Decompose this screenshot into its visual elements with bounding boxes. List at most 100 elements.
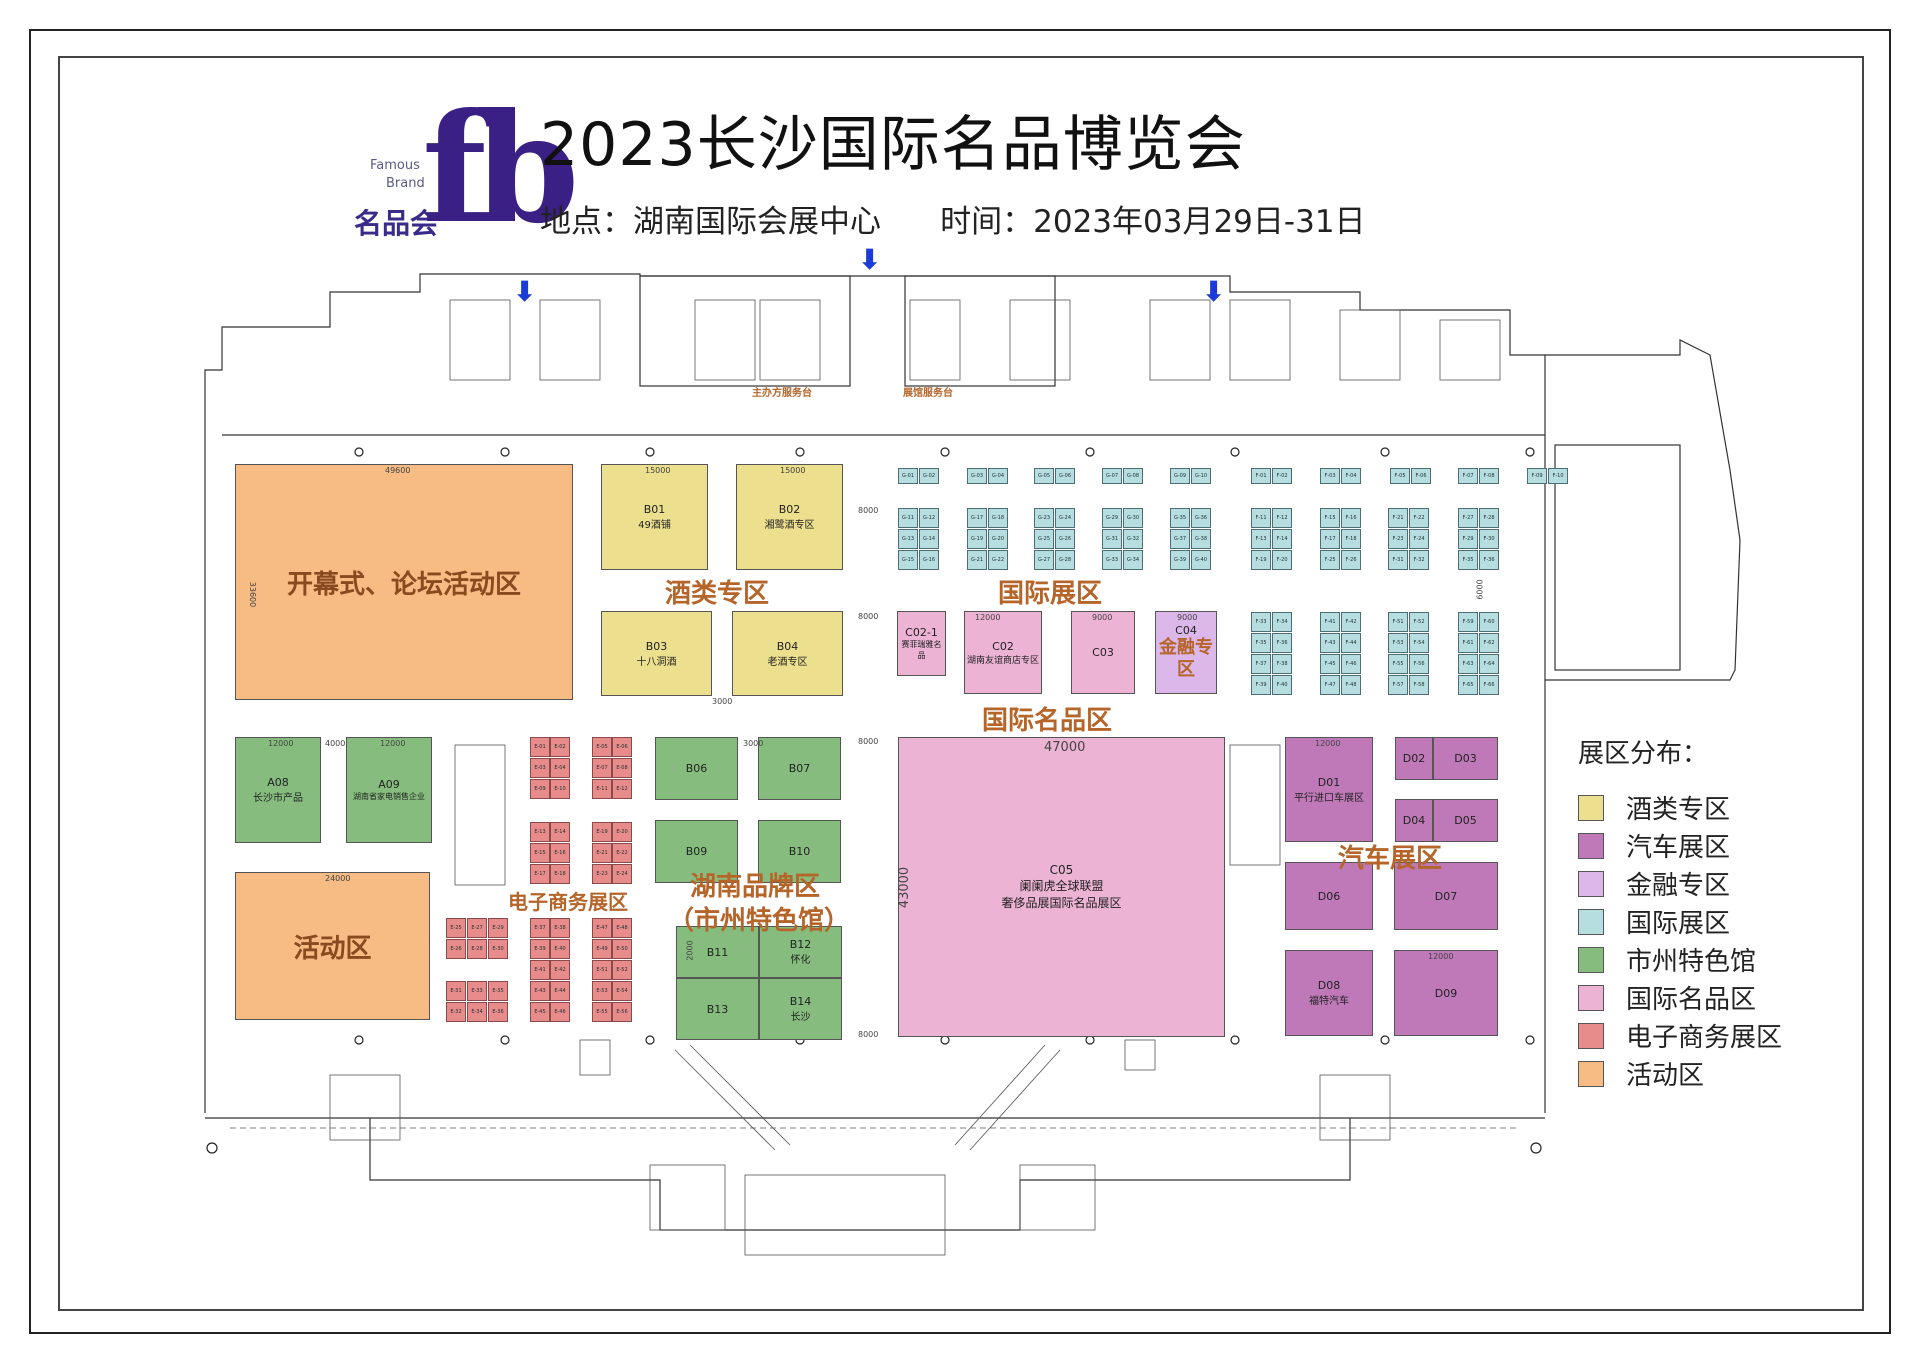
booth-ecommerce[interactable]: E-36 xyxy=(488,1002,508,1022)
booth-intl-g[interactable]: G-22 xyxy=(988,550,1008,570)
booth-b07[interactable]: B07 xyxy=(758,737,841,800)
booth-intl-f[interactable]: F-08 xyxy=(1479,468,1499,484)
booth-ecommerce[interactable]: E-04 xyxy=(550,758,570,778)
booth-ecommerce[interactable]: E-39 xyxy=(530,939,550,959)
booth-ecommerce[interactable]: E-34 xyxy=(467,1002,487,1022)
booth-intl-f[interactable]: F-65 xyxy=(1458,675,1478,695)
booth-intl-f[interactable]: F-34 xyxy=(1272,612,1292,632)
opening-forum-zone[interactable]: 开幕式、论坛活动区 xyxy=(235,464,573,700)
booth-intl-f[interactable]: F-03 xyxy=(1320,468,1340,484)
booth-intl-g[interactable]: G-12 xyxy=(919,508,939,528)
booth-intl-f[interactable]: F-36 xyxy=(1479,550,1499,570)
booth-ecommerce[interactable]: E-52 xyxy=(612,960,632,980)
booth-ecommerce[interactable]: E-23 xyxy=(592,864,612,884)
booth-ecommerce[interactable]: E-42 xyxy=(550,960,570,980)
booth-d03[interactable]: D03 xyxy=(1433,737,1498,780)
booth-intl-g[interactable]: G-27 xyxy=(1034,550,1054,570)
booth-ecommerce[interactable]: E-25 xyxy=(446,918,466,938)
booth-ecommerce[interactable]: E-45 xyxy=(530,1002,550,1022)
booth-intl-f[interactable]: F-23 xyxy=(1388,529,1408,549)
booth-intl-f[interactable]: F-33 xyxy=(1251,612,1271,632)
booth-b11[interactable]: B11 xyxy=(676,926,759,978)
booth-intl-f[interactable]: F-12 xyxy=(1272,508,1292,528)
booth-ecommerce[interactable]: E-48 xyxy=(612,918,632,938)
booth-d02[interactable]: D02 xyxy=(1395,737,1433,780)
booth-d09[interactable]: D09 xyxy=(1394,950,1498,1036)
booth-intl-g[interactable]: G-26 xyxy=(1055,529,1075,549)
booth-ecommerce[interactable]: E-37 xyxy=(530,918,550,938)
booth-ecommerce[interactable]: E-09 xyxy=(530,779,550,799)
booth-ecommerce[interactable]: E-02 xyxy=(550,737,570,757)
booth-ecommerce[interactable]: E-05 xyxy=(592,737,612,757)
booth-intl-f[interactable]: F-51 xyxy=(1388,612,1408,632)
booth-intl-f[interactable]: F-26 xyxy=(1341,550,1361,570)
booth-b13[interactable]: B13 xyxy=(676,978,759,1040)
booth-intl-f[interactable]: F-56 xyxy=(1409,654,1429,674)
booth-d04[interactable]: D04 xyxy=(1395,799,1433,842)
booth-ecommerce[interactable]: E-49 xyxy=(592,939,612,959)
booth-ecommerce[interactable]: E-10 xyxy=(550,779,570,799)
booth-intl-g[interactable]: G-28 xyxy=(1055,550,1075,570)
booth-intl-g[interactable]: G-25 xyxy=(1034,529,1054,549)
booth-ecommerce[interactable]: E-35 xyxy=(488,981,508,1001)
booth-b14[interactable]: B14 长沙 xyxy=(759,978,842,1040)
booth-c02-1[interactable]: C02-1 赛菲瑞雅名品 xyxy=(897,611,946,676)
booth-intl-f[interactable]: F-64 xyxy=(1479,654,1499,674)
booth-intl-g[interactable]: G-23 xyxy=(1034,508,1054,528)
booth-ecommerce[interactable]: E-28 xyxy=(467,939,487,959)
booth-intl-f[interactable]: F-59 xyxy=(1458,612,1478,632)
booth-intl-f[interactable]: F-24 xyxy=(1409,529,1429,549)
booth-intl-f[interactable]: F-45 xyxy=(1320,654,1340,674)
booth-intl-f[interactable]: F-63 xyxy=(1458,654,1478,674)
booth-intl-g[interactable]: G-14 xyxy=(919,529,939,549)
booth-ecommerce[interactable]: E-30 xyxy=(488,939,508,959)
booth-intl-g[interactable]: G-02 xyxy=(919,468,939,484)
booth-d01[interactable]: D01 平行进口车展区 xyxy=(1285,737,1373,842)
booth-intl-f[interactable]: F-41 xyxy=(1320,612,1340,632)
booth-intl-g[interactable]: G-03 xyxy=(967,468,987,484)
booth-intl-f[interactable]: F-58 xyxy=(1409,675,1429,695)
booth-intl-f[interactable]: F-27 xyxy=(1458,508,1478,528)
booth-c03[interactable]: C03 xyxy=(1071,611,1135,694)
booth-intl-f[interactable]: F-35 xyxy=(1251,633,1271,653)
booth-intl-g[interactable]: G-07 xyxy=(1102,468,1122,484)
booth-d06[interactable]: D06 xyxy=(1285,862,1373,930)
booth-ecommerce[interactable]: E-17 xyxy=(530,864,550,884)
booth-intl-g[interactable]: G-16 xyxy=(919,550,939,570)
booth-intl-g[interactable]: G-04 xyxy=(988,468,1008,484)
booth-intl-g[interactable]: G-13 xyxy=(898,529,918,549)
booth-d05[interactable]: D05 xyxy=(1433,799,1498,842)
booth-intl-g[interactable]: G-38 xyxy=(1191,529,1211,549)
booth-intl-g[interactable]: G-33 xyxy=(1102,550,1122,570)
booth-intl-f[interactable]: F-46 xyxy=(1341,654,1361,674)
booth-intl-f[interactable]: F-10 xyxy=(1548,468,1568,484)
booth-ecommerce[interactable]: E-12 xyxy=(612,779,632,799)
booth-intl-f[interactable]: F-25 xyxy=(1320,550,1340,570)
booth-c05[interactable]: C05 阑阑虎全球联盟 奢侈品展国际名品展区 xyxy=(898,737,1225,1037)
booth-intl-g[interactable]: G-34 xyxy=(1123,550,1143,570)
booth-ecommerce[interactable]: E-16 xyxy=(550,843,570,863)
booth-ecommerce[interactable]: E-03 xyxy=(530,758,550,778)
booth-intl-g[interactable]: G-32 xyxy=(1123,529,1143,549)
booth-intl-f[interactable]: F-19 xyxy=(1251,550,1271,570)
booth-ecommerce[interactable]: E-11 xyxy=(592,779,612,799)
booth-intl-g[interactable]: G-17 xyxy=(967,508,987,528)
booth-ecommerce[interactable]: E-13 xyxy=(530,822,550,842)
booth-intl-f[interactable]: F-55 xyxy=(1388,654,1408,674)
booth-intl-g[interactable]: G-37 xyxy=(1170,529,1190,549)
booth-intl-f[interactable]: F-18 xyxy=(1341,529,1361,549)
booth-ecommerce[interactable]: E-54 xyxy=(612,981,632,1001)
booth-ecommerce[interactable]: E-50 xyxy=(612,939,632,959)
booth-ecommerce[interactable]: E-43 xyxy=(530,981,550,1001)
booth-intl-f[interactable]: F-20 xyxy=(1272,550,1292,570)
booth-intl-f[interactable]: F-15 xyxy=(1320,508,1340,528)
booth-ecommerce[interactable]: E-47 xyxy=(592,918,612,938)
booth-a08[interactable]: A08 长沙市产品 xyxy=(235,737,321,843)
booth-intl-f[interactable]: F-62 xyxy=(1479,633,1499,653)
booth-ecommerce[interactable]: E-41 xyxy=(530,960,550,980)
booth-ecommerce[interactable]: E-20 xyxy=(612,822,632,842)
booth-ecommerce[interactable]: E-53 xyxy=(592,981,612,1001)
booth-intl-g[interactable]: G-15 xyxy=(898,550,918,570)
booth-intl-f[interactable]: F-38 xyxy=(1272,654,1292,674)
booth-intl-f[interactable]: F-06 xyxy=(1411,468,1431,484)
